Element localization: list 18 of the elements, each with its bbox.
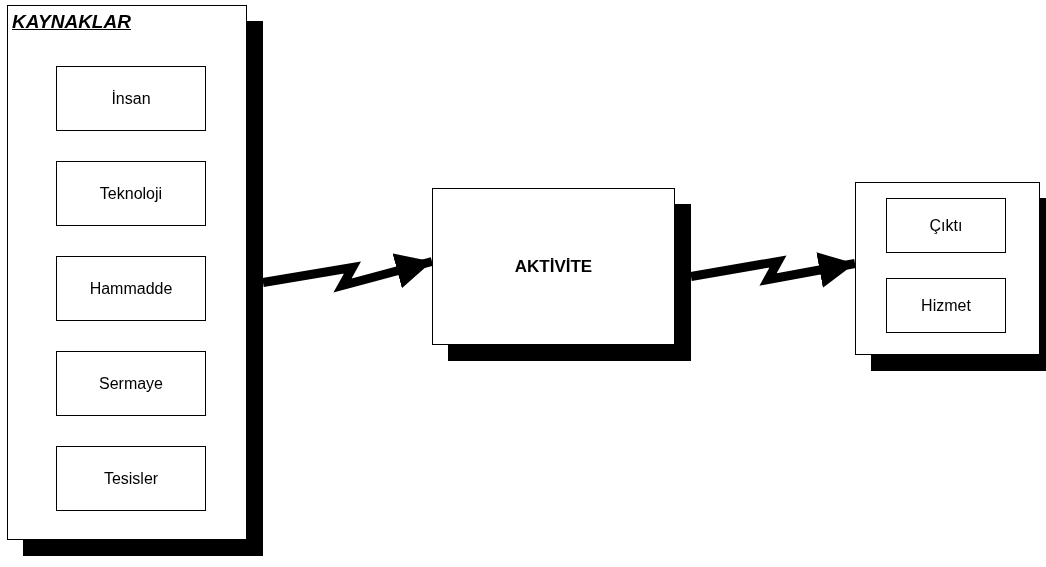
- lightning-arrow: [690, 252, 856, 288]
- node-label: Çıktı: [929, 215, 963, 236]
- node-label: İnsan: [111, 88, 151, 109]
- resource-box: [56, 256, 206, 321]
- node-label: AKTİVİTE: [514, 255, 593, 278]
- resource-box: [56, 161, 206, 226]
- resource-box: [886, 278, 1006, 333]
- node-label: Sermaye: [99, 373, 163, 394]
- node-label: Hammadde: [89, 278, 173, 299]
- resource-box: [886, 198, 1006, 253]
- resource-box: [56, 66, 206, 131]
- node-label: Hizmet: [921, 295, 971, 316]
- node-label: Tesisler: [103, 468, 159, 489]
- resource-box: [56, 351, 206, 416]
- node-label: Teknoloji: [99, 183, 163, 204]
- group-heading: KAYNAKLAR: [12, 10, 131, 34]
- lightning-arrow: [262, 253, 434, 293]
- resource-box: [56, 446, 206, 511]
